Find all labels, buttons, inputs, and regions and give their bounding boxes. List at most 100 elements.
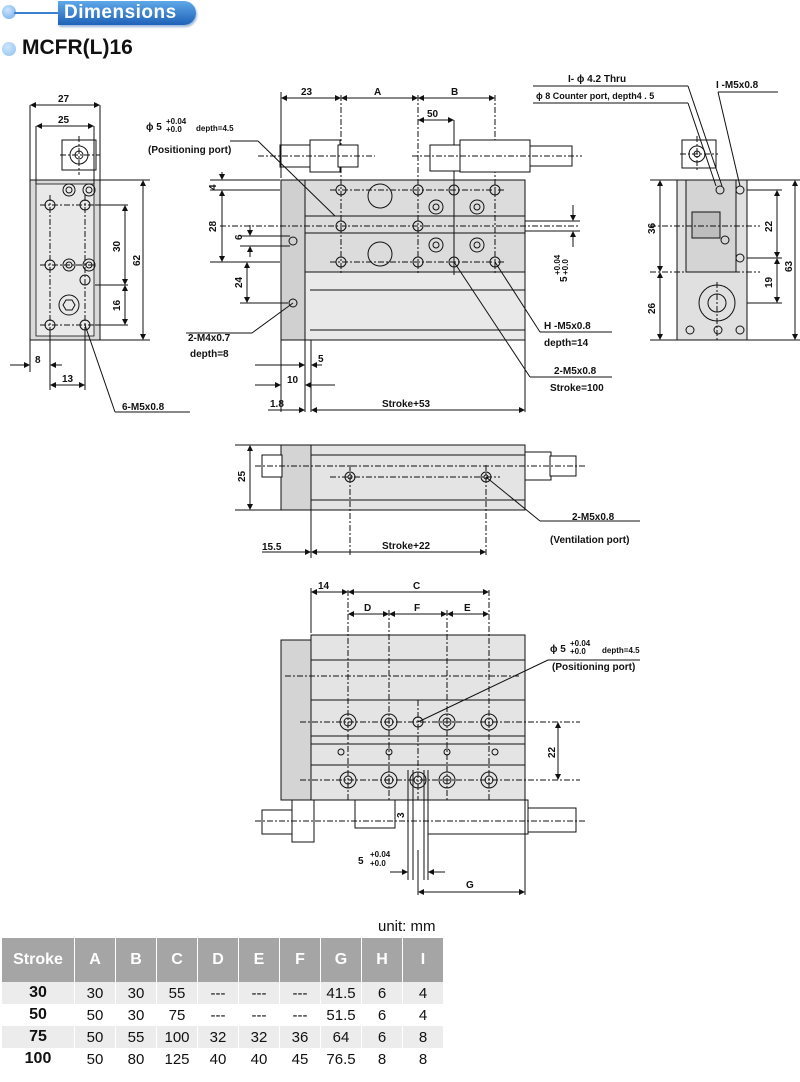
table-cell: 36	[279, 1026, 321, 1048]
dim-19: 19	[764, 276, 775, 288]
table-cell: ---	[238, 982, 280, 1004]
table-cell: 50	[74, 1026, 116, 1048]
dim-50: 50	[427, 109, 439, 120]
dim-24: 24	[234, 276, 245, 288]
dim-36: 36	[647, 222, 658, 234]
depth-4-5b: depth=4.5	[602, 646, 640, 655]
tol-plus-c: +0.04	[570, 639, 591, 648]
dim-63: 63	[784, 260, 795, 272]
table-cell: 30	[115, 982, 157, 1004]
table-cell: 30	[74, 982, 116, 1004]
dim-8: 8	[35, 355, 41, 366]
dim-13: 13	[62, 374, 74, 385]
dim-1-8: 1.8	[270, 399, 284, 410]
dim-62: 62	[132, 254, 143, 266]
table-cell: 125	[156, 1048, 198, 1070]
dim-a: A	[374, 87, 381, 98]
i-m5-label: I -M5x0.8	[716, 80, 759, 91]
table-cell: 8	[361, 1048, 403, 1070]
table-cell: 41.5	[320, 982, 362, 1004]
table-cell: ---	[238, 1004, 280, 1026]
spec-table: Stroke A B C D E F G H I 30 30 30 55 ---…	[2, 938, 444, 1070]
section-banner: Dimensions	[0, 0, 200, 28]
dim-26: 26	[647, 302, 658, 314]
col-header-i: I	[402, 938, 444, 982]
col-header-b: B	[115, 938, 157, 982]
table-cell: 40	[197, 1048, 239, 1070]
two-m5-vent-label: 2-M5x0.8	[572, 512, 615, 523]
stroke-22: Stroke+22	[382, 541, 431, 552]
table-cell: ---	[279, 982, 321, 1004]
table-header-row: Stroke A B C D E F G H I	[2, 938, 444, 982]
table-cell: 100	[2, 1048, 75, 1070]
table-cell: 55	[115, 1026, 157, 1048]
table-cell: 30	[2, 982, 75, 1004]
dim-22: 22	[764, 220, 775, 232]
two-m4-label: 2-M4x0.7	[188, 333, 231, 344]
table-cell: 100	[156, 1026, 198, 1048]
dim-23: 23	[301, 87, 313, 98]
positioning-port-label: (Positioning port)	[148, 145, 231, 156]
dim-15-5: 15.5	[262, 542, 282, 553]
bottom-view	[235, 444, 640, 558]
dim-b: B	[451, 87, 458, 98]
depth-14: depth=14	[544, 338, 589, 349]
table-cell: 51.5	[320, 1004, 362, 1026]
plan-view	[255, 588, 640, 895]
dim-28: 28	[208, 220, 219, 232]
tol-plus: +0.04	[166, 117, 187, 126]
dim-e: E	[464, 603, 471, 614]
table-row: 75 50 55 100 32 32 36 64 6 8	[2, 1026, 444, 1048]
dimension-drawing: 27 25 30 62 16 8 13 6-M5x0.8	[10, 74, 800, 895]
table-cell: 50	[74, 1048, 116, 1070]
table-cell: 8	[402, 1026, 444, 1048]
counter-port-label: ϕ 8 Counter port, depth4 . 5	[536, 91, 654, 101]
h-m5-label: H -M5x0.8	[544, 321, 591, 332]
col-header-f: F	[279, 938, 321, 982]
dim-6: 6	[234, 234, 245, 240]
table-cell: 4	[402, 982, 444, 1004]
dim-27: 27	[58, 94, 70, 105]
banner-pill	[58, 1, 196, 25]
col-header-e: E	[238, 938, 280, 982]
model-bullet-icon	[2, 42, 16, 56]
dim-5: 5	[318, 354, 324, 365]
tol-plus-b: +0.04	[553, 254, 562, 275]
main-side-view	[186, 92, 612, 413]
col-header-g: G	[320, 938, 362, 982]
banner-line	[14, 12, 60, 14]
table-cell: ---	[279, 1004, 321, 1026]
table-cell: 32	[197, 1026, 239, 1048]
col-header-h: H	[361, 938, 403, 982]
six-m5-label: 6-M5x0.8	[122, 402, 165, 413]
col-header-a: A	[74, 938, 116, 982]
tol-zero-c: +0.0	[570, 647, 586, 656]
table-cell: 64	[320, 1026, 362, 1048]
tol-zero-d: +0.0	[370, 859, 386, 868]
depth-8: depth=8	[190, 349, 229, 360]
col-header-d: D	[197, 938, 239, 982]
phi5-label: ϕ 5	[146, 122, 162, 133]
model-title: MCFR(L)16	[22, 36, 133, 59]
table-cell: 80	[115, 1048, 157, 1070]
table-cell: 8	[402, 1048, 444, 1070]
dim-25: 25	[58, 115, 70, 126]
table-cell: 6	[361, 982, 403, 1004]
table-cell: 40	[238, 1048, 280, 1070]
tol-zero-b: +0.0	[561, 259, 570, 275]
table-cell: 50	[74, 1004, 116, 1026]
table-row: 100 50 80 125 40 40 45 76.5 8 8	[2, 1048, 444, 1070]
table-cell: 30	[115, 1004, 157, 1026]
table-cell: 50	[2, 1004, 75, 1026]
banner-bullet-icon	[2, 5, 16, 19]
left-end-view	[10, 102, 190, 413]
depth-4-5: depth=4.5	[196, 124, 234, 133]
dim-c: C	[413, 581, 420, 592]
tol-5-c: 5	[358, 856, 364, 867]
table-cell: 6	[361, 1004, 403, 1026]
table-cell: 55	[156, 982, 198, 1004]
dim-30: 30	[112, 240, 123, 252]
table-cell: ---	[197, 1004, 239, 1026]
stroke-100: Stroke=100	[550, 383, 604, 394]
dim-22b: 22	[547, 746, 558, 758]
